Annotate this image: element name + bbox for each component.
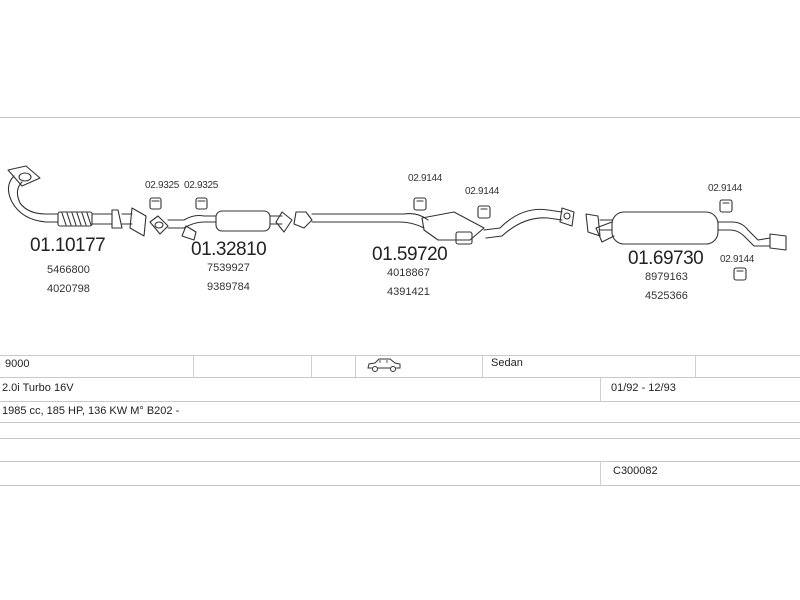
intermediate-pipe-part bbox=[149, 210, 293, 241]
oem-number: 7539927 bbox=[207, 262, 250, 274]
oem-number-list: 8979163 4525366 bbox=[645, 269, 688, 304]
part-number[interactable]: 01.69730 bbox=[628, 248, 704, 269]
oem-number: 4020798 bbox=[47, 283, 90, 295]
clamp-number[interactable]: 02.9144 bbox=[708, 183, 743, 194]
front-pipe-part bbox=[7, 165, 147, 237]
catalogue-code[interactable]: C300082 bbox=[613, 465, 658, 477]
clamp-parts-9144-middle bbox=[413, 197, 491, 219]
clamp-number[interactable]: 02.9325 bbox=[184, 180, 219, 191]
rear-silencer-part bbox=[585, 211, 787, 251]
oem-number: 4391421 bbox=[387, 286, 430, 298]
exhaust-system-diagram bbox=[7, 165, 787, 281]
table-row-divider bbox=[0, 438, 800, 439]
oem-number: 9389784 bbox=[207, 281, 250, 293]
table-column-divider bbox=[482, 355, 483, 377]
oem-number-list: 7539927 9389784 bbox=[207, 260, 250, 295]
table-row-divider bbox=[0, 422, 800, 423]
part-number[interactable]: 01.32810 bbox=[191, 239, 267, 260]
table-column-divider bbox=[311, 355, 312, 377]
oem-number: 8979163 bbox=[645, 271, 688, 283]
table-column-divider bbox=[600, 377, 601, 401]
oem-number-list: 5466800 4020798 bbox=[47, 262, 90, 297]
table-row-divider bbox=[0, 461, 800, 462]
table-bottom-border bbox=[0, 485, 800, 486]
production-dates: 01/92 - 12/93 bbox=[611, 382, 676, 394]
oem-number: 4525366 bbox=[645, 290, 688, 302]
part-number[interactable]: 01.59720 bbox=[372, 244, 448, 265]
oem-number: 4018867 bbox=[387, 267, 430, 279]
engine-specs: 1985 cc, 185 HP, 136 KW M° B202 - bbox=[2, 405, 180, 417]
oem-number: 5466800 bbox=[47, 264, 90, 276]
sedan-car-icon bbox=[366, 357, 402, 378]
clamp-number[interactable]: 02.9144 bbox=[720, 254, 755, 265]
table-column-divider bbox=[695, 355, 696, 377]
clamp-number[interactable]: 02.9144 bbox=[408, 173, 443, 184]
table-row-divider bbox=[0, 377, 800, 378]
table-column-divider bbox=[355, 355, 356, 377]
vehicle-model: 9000 bbox=[5, 358, 30, 370]
table-column-divider bbox=[193, 355, 194, 377]
clamp-parts-9144-rear bbox=[719, 199, 747, 281]
top-border bbox=[0, 117, 800, 118]
clamp-number[interactable]: 02.9144 bbox=[465, 186, 500, 197]
clamp-parts-9325 bbox=[149, 197, 208, 210]
table-column-divider bbox=[600, 461, 601, 485]
clamp-number[interactable]: 02.9325 bbox=[145, 180, 180, 191]
table-row-divider bbox=[0, 401, 800, 402]
body-type: Sedan bbox=[491, 357, 523, 369]
table-top-border bbox=[0, 355, 800, 356]
middle-pipe-part bbox=[293, 207, 575, 245]
oem-number-list: 4018867 4391421 bbox=[387, 265, 430, 300]
part-number[interactable]: 01.10177 bbox=[30, 235, 106, 256]
engine-label: 2.0i Turbo 16V bbox=[2, 382, 74, 394]
